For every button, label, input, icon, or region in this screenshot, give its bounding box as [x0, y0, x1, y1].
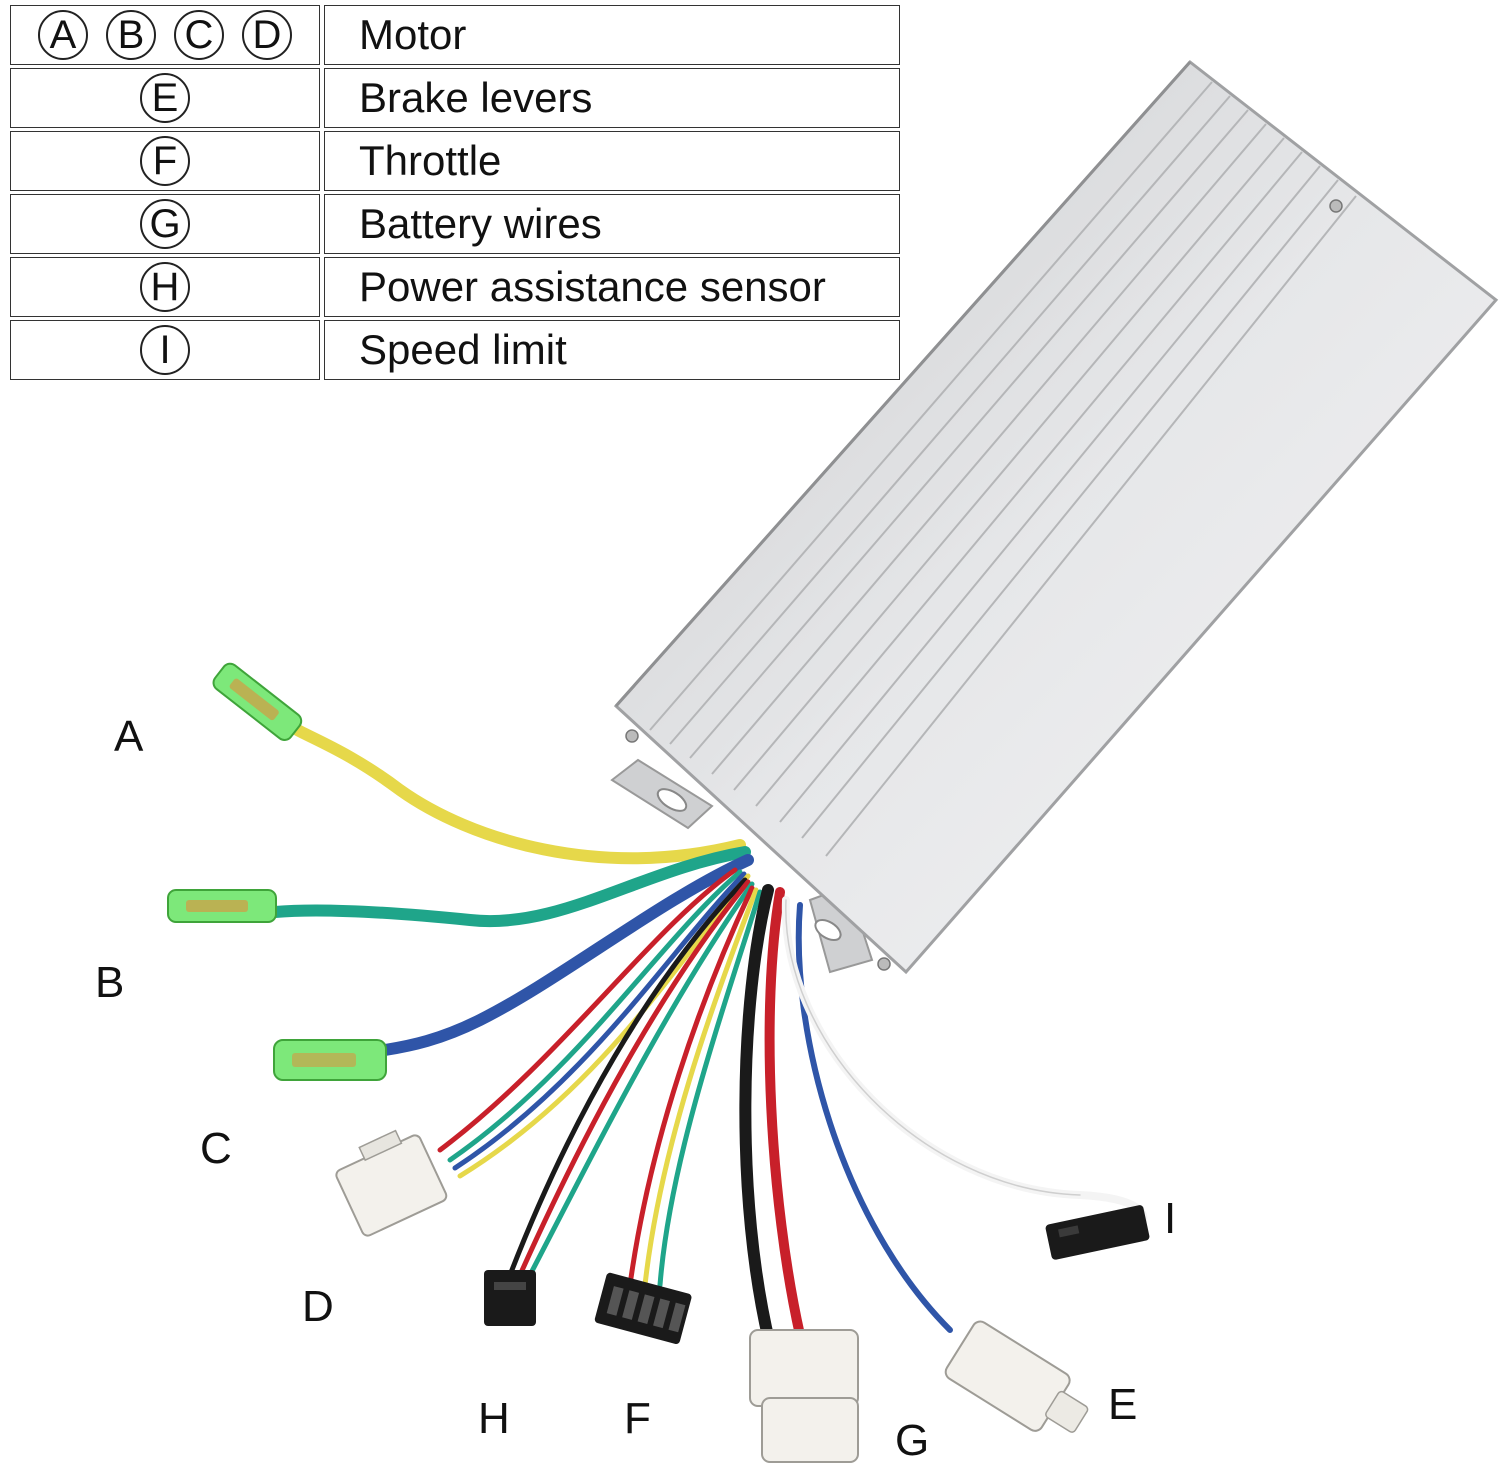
callout-f: F	[624, 1394, 651, 1443]
throttle-wire-red	[627, 885, 755, 1288]
circled-letter: G	[140, 199, 190, 249]
callout-d: D	[302, 1282, 334, 1331]
wire-harness	[269, 716, 1148, 1351]
connector-e	[944, 1320, 1089, 1433]
legend-label: Speed limit	[324, 320, 900, 380]
legend-key-cell: I	[10, 320, 320, 380]
controller-casing	[613, 59, 1499, 975]
legend-row-speed-limit: I Speed limit	[10, 320, 900, 380]
circled-letter: F	[140, 136, 190, 186]
connector-h	[484, 1270, 536, 1326]
legend-label: Battery wires	[324, 194, 900, 254]
circled-letter: A	[38, 10, 88, 60]
callout-i: I	[1164, 1194, 1177, 1243]
sensor-wire-black	[507, 877, 748, 1278]
circled-letter: D	[242, 10, 292, 60]
terminal-b	[167, 889, 277, 923]
circled-letter: B	[106, 10, 156, 60]
connector-d	[335, 1129, 448, 1237]
throttle-wire-yellow	[642, 887, 759, 1288]
yellow-motor-wire	[279, 716, 746, 865]
callout-h: H	[478, 1394, 510, 1443]
circled-letter: E	[140, 73, 190, 123]
callout-a: A	[114, 712, 144, 761]
motor-hall-wire-blue	[452, 871, 747, 1171]
legend-label: Throttle	[324, 131, 900, 191]
connector-f	[594, 1272, 692, 1345]
mounting-tab-lower	[808, 884, 874, 974]
terminal-c	[273, 1039, 387, 1081]
connector-i	[1045, 1205, 1150, 1260]
circled-letter: C	[174, 10, 224, 60]
callout-b: B	[95, 958, 125, 1007]
mounting-tab-upper	[610, 758, 714, 830]
sensor-wire-red	[517, 879, 751, 1278]
legend-key-cell: G	[10, 194, 320, 254]
motor-hall-wire-green	[447, 869, 743, 1163]
blue-motor-wire	[379, 854, 754, 1056]
legend-row-brake-levers: E Brake levers	[10, 68, 900, 128]
legend-key-cell: F	[10, 131, 320, 191]
legend-row-battery-wires: G Battery wires	[10, 194, 900, 254]
sensor-wire-green	[527, 881, 755, 1278]
legend-label: Motor	[324, 5, 900, 65]
battery-wire-black	[739, 884, 776, 1351]
legend-key-cell: E	[10, 68, 320, 128]
legend-row-throttle: F Throttle	[10, 131, 900, 191]
speed-limit-wire-outline	[785, 899, 1081, 1196]
green-motor-wire	[269, 846, 751, 928]
connector-g	[749, 1329, 859, 1463]
motor-hall-wire-red	[437, 867, 738, 1153]
circled-letter: I	[140, 325, 190, 375]
throttle-wire-green	[657, 889, 763, 1288]
legend-row-power-assistance-sensor: H Power assistance sensor	[10, 257, 900, 317]
brake-wire-blue	[795, 902, 953, 1333]
circled-letter: H	[140, 262, 190, 312]
battery-wire-red	[764, 887, 805, 1340]
terminal-a	[212, 662, 303, 741]
legend-label: Power assistance sensor	[324, 257, 900, 317]
legend-label: Brake levers	[324, 68, 900, 128]
legend-key-cell: H	[10, 257, 320, 317]
callout-g: G	[895, 1416, 930, 1465]
callout-e: E	[1108, 1380, 1138, 1429]
callout-c: C	[200, 1124, 232, 1173]
